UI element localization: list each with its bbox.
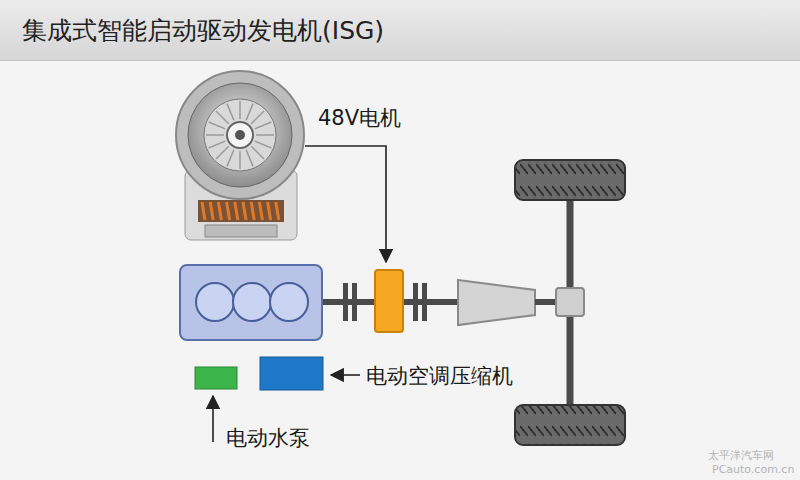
leader-arrow: [212, 396, 214, 442]
diagram-title: 集成式智能启动驱动发电机(ISG): [22, 14, 384, 47]
transmission: [458, 280, 535, 325]
leader-arrow: [305, 146, 386, 262]
ac-compressor-block: [260, 357, 323, 390]
leader-arrow: [331, 374, 360, 376]
wheel: [515, 405, 625, 445]
part-label: 电动水泵: [226, 424, 310, 452]
engine: [180, 265, 322, 340]
motor-picture: [176, 71, 304, 240]
part-label: 电动空调压缩机: [366, 362, 513, 390]
watermark: 太平洋汽车网: [708, 448, 774, 463]
wheel: [515, 160, 625, 200]
part-label: 48V电机: [318, 104, 401, 132]
drivetrain: [320, 160, 625, 445]
differential: [556, 288, 584, 316]
watermark: PCauto.com.cn: [712, 463, 794, 476]
water-pump-block: [195, 367, 237, 389]
48v-motor-block: [375, 270, 403, 332]
